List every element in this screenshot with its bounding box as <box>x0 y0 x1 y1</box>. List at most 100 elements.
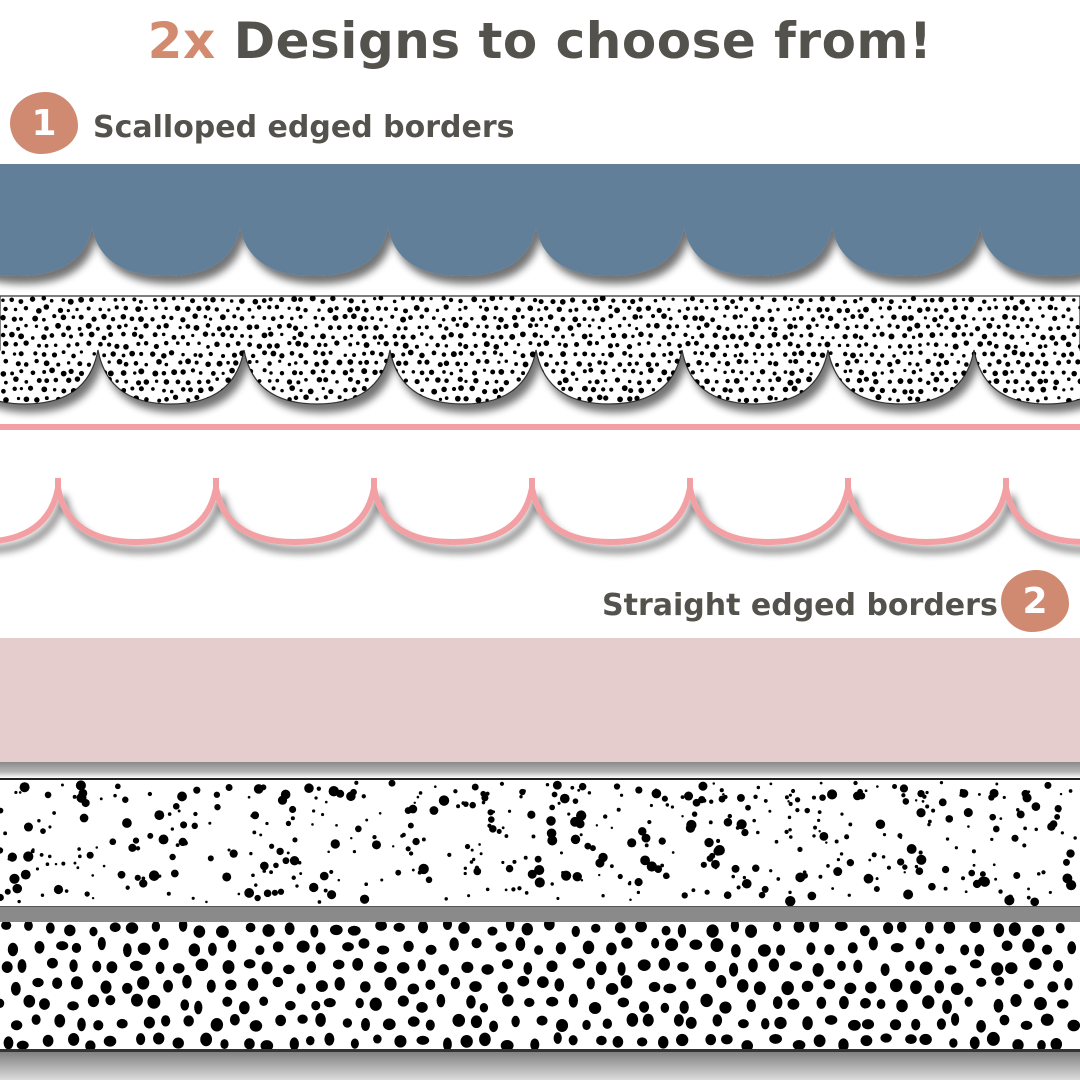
dot <box>907 305 912 310</box>
dot <box>905 1034 917 1045</box>
dot <box>844 307 851 314</box>
dot <box>805 324 812 330</box>
dot <box>1053 351 1057 355</box>
dot <box>225 783 233 791</box>
dot <box>390 388 395 393</box>
dot <box>470 1015 483 1029</box>
dot <box>798 298 804 304</box>
dot <box>283 964 295 975</box>
dot <box>364 359 370 365</box>
dot <box>225 325 231 331</box>
dot <box>66 309 70 313</box>
dot <box>987 306 992 311</box>
dot <box>229 849 238 858</box>
dot <box>992 863 996 867</box>
dot <box>181 352 185 357</box>
dot <box>928 882 936 891</box>
dot <box>516 342 521 347</box>
dot <box>963 340 970 346</box>
dot <box>287 362 292 367</box>
dot <box>35 867 40 871</box>
dot <box>572 798 579 804</box>
dot <box>714 379 719 384</box>
dot <box>560 369 566 374</box>
dot <box>286 379 293 385</box>
dot <box>627 361 632 367</box>
dot <box>529 351 536 358</box>
dot <box>403 326 408 331</box>
dot <box>203 314 208 319</box>
dot <box>98 341 103 347</box>
dot <box>915 867 924 876</box>
dot <box>825 325 830 330</box>
dot <box>574 341 580 348</box>
dot <box>109 838 117 846</box>
dot <box>619 793 624 797</box>
dot <box>591 352 596 357</box>
dot <box>554 395 560 401</box>
dot <box>361 299 366 304</box>
dot <box>1007 894 1014 900</box>
dot <box>95 846 99 849</box>
dot <box>285 1000 296 1011</box>
dot <box>547 314 554 320</box>
dot <box>46 957 58 969</box>
dot <box>641 833 651 843</box>
dot <box>378 811 382 815</box>
dot <box>484 358 490 365</box>
dot <box>271 889 278 896</box>
dot <box>534 361 540 367</box>
dot <box>772 996 783 1009</box>
dot <box>736 885 741 890</box>
dot <box>110 351 116 357</box>
dot <box>831 887 835 891</box>
dot <box>247 342 252 347</box>
dot <box>161 1015 171 1027</box>
dot <box>169 853 176 861</box>
dot <box>354 780 359 785</box>
dot <box>536 342 542 347</box>
dot <box>819 831 829 841</box>
dot <box>435 342 440 348</box>
dot <box>125 885 130 890</box>
dot <box>995 976 1005 986</box>
dot <box>504 307 508 311</box>
dot <box>850 352 856 359</box>
dot <box>263 889 272 898</box>
dot <box>628 353 633 358</box>
dot <box>310 924 319 938</box>
dot <box>1 350 6 355</box>
dot <box>891 314 897 320</box>
dot <box>252 298 259 305</box>
dot <box>37 343 41 348</box>
dot <box>280 332 284 337</box>
dot <box>66 377 72 383</box>
dot <box>1 298 5 303</box>
dot <box>419 370 425 376</box>
dot <box>401 370 405 374</box>
dot <box>700 368 704 373</box>
dot <box>323 377 329 383</box>
dot <box>371 840 381 850</box>
dot <box>208 386 214 392</box>
dot <box>310 369 316 375</box>
dot <box>23 851 34 862</box>
dot <box>359 894 370 904</box>
dot <box>603 814 608 819</box>
dot <box>902 389 908 395</box>
dot <box>509 333 516 340</box>
dot <box>235 341 241 346</box>
dot <box>206 979 216 993</box>
dot <box>1029 957 1042 970</box>
dot <box>850 314 856 320</box>
dot <box>444 897 448 901</box>
dot <box>952 371 957 376</box>
dot <box>846 858 855 867</box>
dot <box>845 325 850 331</box>
dot <box>678 388 684 394</box>
dot <box>734 305 739 310</box>
dot <box>178 922 188 932</box>
dot <box>615 343 620 348</box>
dot <box>916 854 927 865</box>
dot <box>289 350 295 356</box>
